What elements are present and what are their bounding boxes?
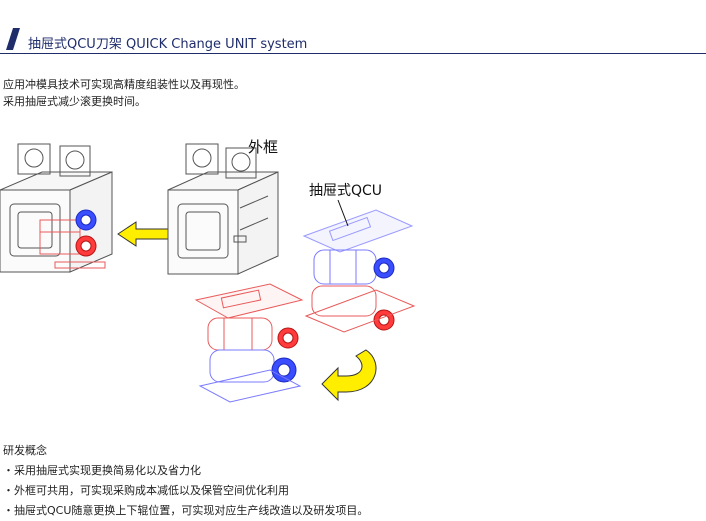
outer-frame — [167, 143, 279, 275]
header-rule — [0, 53, 706, 54]
bullet-item: ・采用抽屉式实现更换简易化以及省力化 — [3, 464, 201, 477]
flip-arrow — [321, 349, 377, 402]
intro-line: 应用冲模具技术可实现高精度组装性以及再现性。 — [3, 78, 245, 91]
bullet-item: ・抽屉式QCU随意更换上下辊位置，可实现对应生产线改造以及研发项目。 — [3, 504, 369, 517]
insert-arrow — [117, 221, 169, 247]
assembled-unit — [0, 143, 113, 273]
concept-bullets: ・采用抽屉式实现更换简易化以及省力化 ・外框可共用，可实现采购成本减低以及保管空… — [3, 461, 368, 521]
qcu-label: 抽屉式QCU — [309, 183, 383, 199]
page-header: 抽屉式QCU刀架 QUICK Change UNIT system — [0, 0, 706, 56]
concept-heading: 研发概念 — [3, 444, 47, 457]
title-slash-icon — [6, 28, 20, 50]
intro-text: 应用冲模具技术可实现高精度组装性以及再现性。 采用抽屉式减少滚更换时间。 — [3, 76, 245, 110]
qcu-drawer-upper — [302, 209, 416, 333]
qcu-illustration — [0, 143, 416, 403]
qcu-drawer-lower — [194, 283, 304, 403]
qcu-leader-line — [337, 199, 349, 227]
outer-frame-label: 外框 — [248, 138, 279, 156]
page-title: 抽屉式QCU刀架 QUICK Change UNIT system — [28, 37, 308, 52]
intro-line: 采用抽屉式减少滚更换时间。 — [3, 95, 146, 108]
bullet-item: ・外框可共用，可实现采购成本减低以及保管空间优化利用 — [3, 484, 289, 497]
